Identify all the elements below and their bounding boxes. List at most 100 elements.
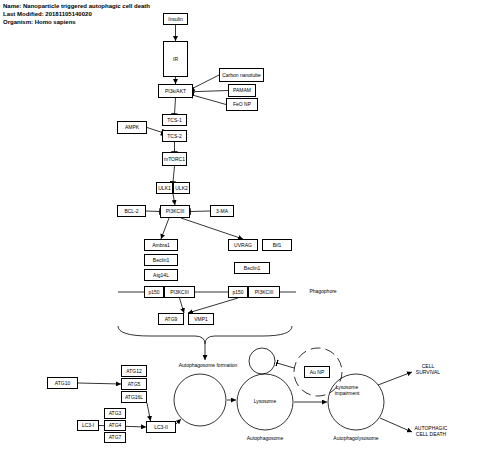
gene-label: ULK1 (158, 186, 171, 191)
gene-box: PI3k/AKT (158, 84, 193, 98)
arrow-line (380, 418, 412, 432)
gene-box: Beclin1 (144, 254, 178, 266)
gene-box: ATG10 (47, 377, 78, 389)
inhibition-line (193, 75, 219, 88)
gene-box: ULK1 (156, 182, 173, 194)
gene-label: BCL-2 (124, 209, 138, 214)
gene-label: Beclin1 (244, 266, 260, 271)
annotation-label: Autophagosome (240, 436, 290, 442)
gene-label: Beclin1 (153, 258, 169, 263)
gene-box: 3-MA (210, 205, 234, 217)
gene-label: LC3-II (154, 425, 168, 430)
gene-label: ATG5 (128, 382, 141, 387)
gene-label: ULK2 (175, 186, 188, 191)
gene-label: ATG16L (125, 395, 143, 400)
gene-label: AMPK (125, 125, 139, 130)
gene-label: p150 (232, 290, 243, 295)
damaged-lysosome (294, 348, 342, 396)
annotation-label: CELL SURVIVAL (414, 364, 442, 376)
annotation-label: Phagophore (298, 289, 348, 295)
inhibition-line (147, 128, 162, 133)
gene-box: Insulin (163, 13, 188, 25)
gene-box: ATG16L (121, 391, 147, 403)
gene-box: BCL-2 (117, 205, 146, 217)
gene-label: UVRAG (234, 243, 252, 248)
inhibition-line (175, 98, 176, 114)
gene-box: Bif1 (262, 239, 292, 251)
membrane-line (280, 292, 296, 293)
gene-label: ATG12 (126, 369, 141, 374)
activation-arrow (188, 298, 238, 313)
gene-label: PI3KCIII (170, 290, 189, 295)
inhibition-line (193, 91, 228, 92)
header-text: Name: Nanoparticle triggered autophagic … (3, 3, 150, 9)
annotation-label: AUTOPHAGIC CELL DEATH (412, 426, 450, 438)
gene-box: TCS-2 (162, 130, 187, 142)
activation-arrow (147, 403, 151, 421)
phagophore-circle (174, 374, 226, 426)
gene-box: VMP1 (188, 313, 214, 325)
gene-box: LC3-I (77, 420, 99, 431)
gene-label: Insulin (168, 17, 182, 22)
gene-label: FeO NP (233, 102, 251, 107)
header-text: Last Modified: 20181105140020 (3, 11, 92, 17)
gene-box: IR (163, 41, 188, 77)
gene-label: ATG3 (109, 411, 122, 416)
gene-box: UVRAG (228, 239, 258, 251)
gene-box: PI3KCIII (164, 286, 195, 298)
arrow-line (205, 344, 206, 360)
inhibition-line (190, 211, 210, 213)
activation-arrow (175, 25, 176, 41)
membrane-line (195, 292, 228, 293)
gene-box: Au NP (304, 366, 330, 378)
gene-box: ATG9 (158, 313, 184, 325)
gene-label: PI3k/AKT (165, 89, 186, 94)
gene-label: LC3-I (82, 423, 94, 428)
gene-box: p150 (228, 286, 248, 298)
gene-label: IR (173, 57, 178, 62)
gene-box: LC3-II (146, 421, 176, 433)
membrane-line (118, 292, 144, 293)
gene-label: VMP1 (194, 317, 208, 322)
annotation-label: Autophagolysosome (326, 436, 386, 442)
gene-label: Ambra1 (152, 243, 170, 248)
gene-box: ATG12 (121, 365, 147, 377)
annotation-label: Lysosome impairment (329, 385, 365, 397)
gene-label: ATG9 (165, 317, 178, 322)
gene-box: ATG3 (104, 408, 126, 419)
gene-label: mTORC1 (164, 157, 185, 162)
gene-box: PI3KCIII (160, 205, 190, 218)
gene-box: ATG5 (121, 378, 147, 390)
activation-arrow (181, 218, 243, 239)
gene-box: Carbon nanotube (219, 68, 264, 82)
brace (118, 326, 292, 344)
gene-box: ULK2 (173, 182, 190, 194)
gene-box: FeO NP (226, 98, 258, 111)
header-text: Organism: Homo sapiens (3, 19, 76, 25)
gene-label: Bif1 (273, 243, 282, 248)
gene-label: 3-MA (216, 209, 228, 214)
activation-arrow (180, 298, 185, 313)
gene-label: PAMAM (233, 88, 251, 93)
gene-box: Atg14L (144, 269, 178, 281)
gene-label: Carbon nanotube (222, 73, 261, 78)
gene-box: p150 (144, 286, 164, 298)
gene-label: ATG10 (55, 381, 70, 386)
gene-box: ATG4 (104, 420, 126, 431)
gene-label: Au NP (310, 370, 324, 375)
gene-label: ATG4 (109, 423, 122, 428)
gene-label: TCS-2 (167, 134, 181, 139)
lysosome-circle (249, 348, 275, 374)
activation-arrow (161, 218, 169, 239)
inhibition-line (174, 142, 175, 152)
activation-arrow (78, 383, 121, 384)
gene-label: Atg14L (153, 273, 169, 278)
gene-box: PAMAM (228, 84, 256, 97)
gene-box: mTORC1 (162, 152, 187, 166)
gene-label: PI3KCIII (166, 209, 185, 214)
gene-label: ATG7 (109, 435, 122, 440)
arrow-line (378, 372, 412, 385)
autophagolysosome-circle (328, 374, 384, 430)
gene-label: p150 (148, 290, 159, 295)
gene-box: Ambra1 (144, 239, 178, 251)
